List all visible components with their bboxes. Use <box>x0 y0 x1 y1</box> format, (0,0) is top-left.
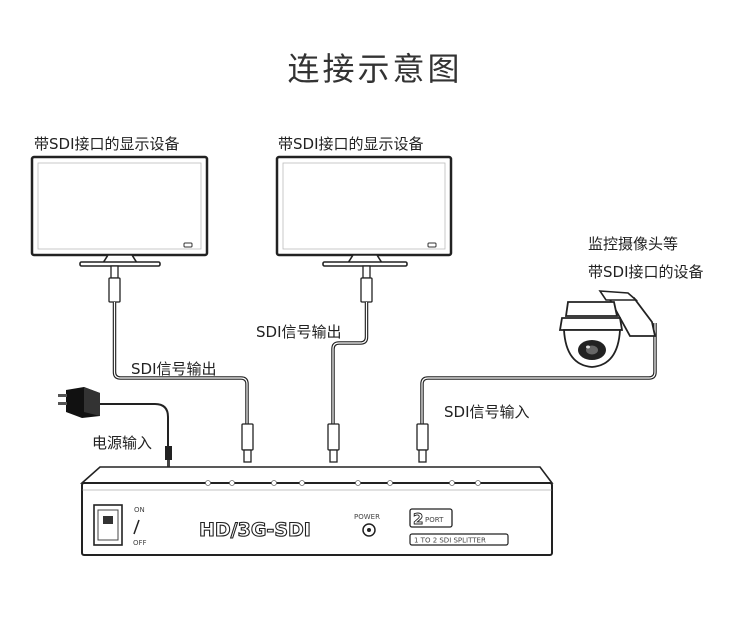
diagram-title: 连接示意图 <box>287 50 463 88</box>
splitter-device: ON OFF HD/3G-SDI POWER 2 PORT 1 TO 2 SDI… <box>79 466 554 556</box>
camera-icon <box>558 290 657 368</box>
output-label-right: SDI信号输出 <box>256 323 342 341</box>
port-badge-text: PORT <box>425 516 444 524</box>
model-text: HD/3G-SDI <box>199 519 311 541</box>
splitter-strip-text: 1 TO 2 SDI SPLITTER <box>414 537 486 545</box>
switch-on-text: ON <box>134 506 145 514</box>
cable-output-left <box>108 265 254 463</box>
monitor-right-label: 带SDI接口的显示设备 <box>278 135 424 153</box>
switch-off-text: OFF <box>133 539 147 547</box>
output-label-left: SDI信号输出 <box>131 360 217 378</box>
power-adapter <box>58 387 172 468</box>
monitor-left-label: 带SDI接口的显示设备 <box>34 135 180 153</box>
input-label: SDI信号输入 <box>444 403 530 421</box>
monitor-left <box>30 155 209 267</box>
monitor-right <box>275 155 453 267</box>
power-port-text: POWER <box>354 513 380 521</box>
camera-label-line1: 监控摄像头等 <box>588 235 679 253</box>
cable-input <box>416 323 657 463</box>
port-badge-number: 2 <box>413 510 423 528</box>
camera-label-line2: 带SDI接口的设备 <box>588 263 704 281</box>
cable-output-right <box>327 265 373 463</box>
power-label: 电源输入 <box>92 434 153 452</box>
